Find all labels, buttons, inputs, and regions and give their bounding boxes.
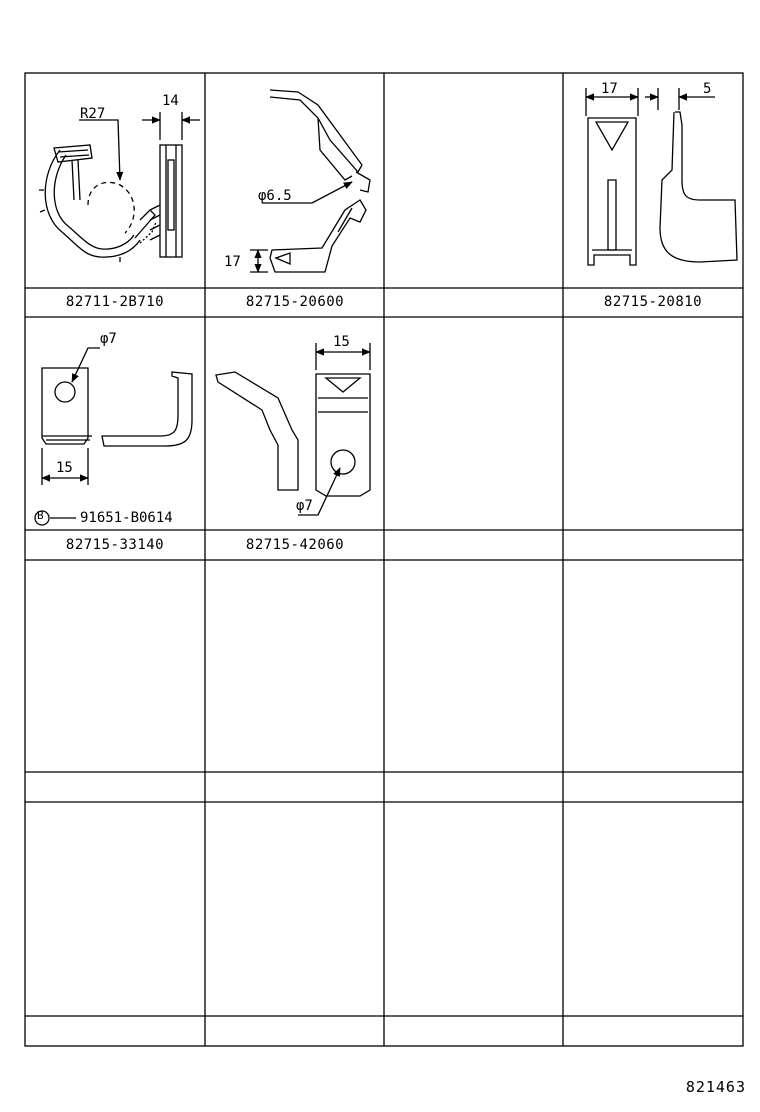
- dim-width-label: 14: [162, 93, 179, 109]
- bolt-marker-letter: B: [37, 509, 44, 522]
- part-number-cell: 82715-42060: [245, 537, 345, 553]
- bracket-drawing-82715-33140: [34, 347, 193, 526]
- dim-width-label: 15: [333, 334, 350, 350]
- table-grid: [24, 72, 744, 1047]
- dim-radius-label: R27: [80, 106, 106, 122]
- bolt-part-number: 91651-B0614: [80, 510, 173, 526]
- part-number-cell: 82715-33140: [65, 537, 165, 553]
- dim-hole-label: φ7: [100, 331, 117, 347]
- bracket-drawing-82715-20600: [250, 89, 371, 273]
- dim-depth-label: 5: [703, 81, 712, 97]
- dim-width-label: 15: [56, 460, 73, 476]
- dim-width-label: 17: [601, 81, 618, 97]
- dim-hole-label: φ7: [296, 498, 313, 514]
- part-number-cell: 82711-2B710: [65, 294, 165, 310]
- part-number-cell: 82715-20600: [245, 294, 345, 310]
- bolt-marker-circle: [34, 510, 50, 526]
- part-number-cell: 82715-20810: [603, 294, 703, 310]
- dim-hole-label: φ6.5: [258, 188, 292, 204]
- dim-width-label: 17: [224, 254, 241, 270]
- clamp-drawing-82711-2B710: [39, 112, 200, 262]
- diagram-id: 821463: [685, 1078, 746, 1096]
- bracket-drawing-82715-20810: [585, 88, 738, 266]
- bracket-drawing-82715-42060: [215, 343, 371, 516]
